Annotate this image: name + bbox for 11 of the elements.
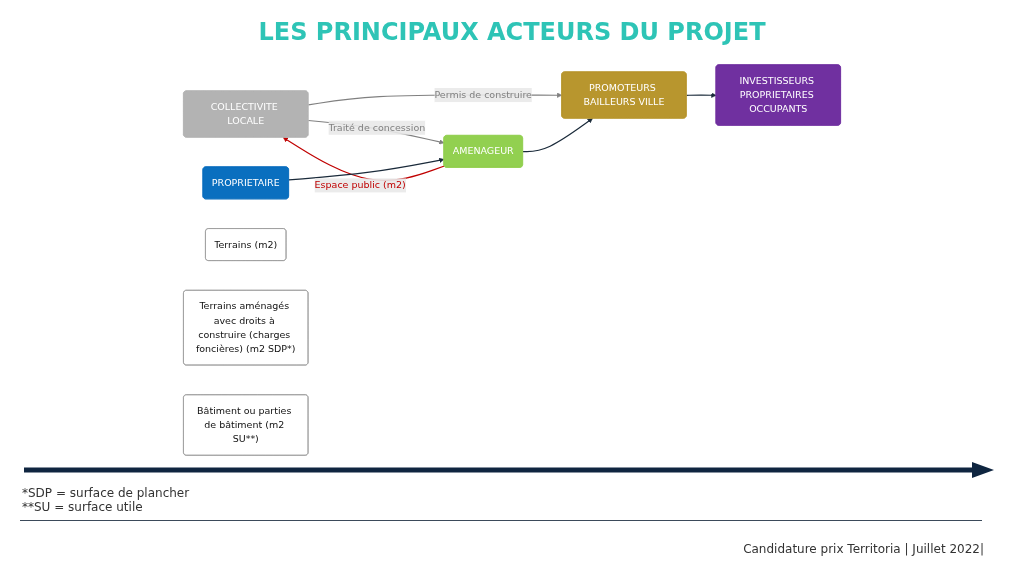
title: LES PRINCIPAUX ACTEURS DU PROJET [257,18,767,46]
edge-label: Traité de concession [328,121,426,134]
footnote: **SU = surface utile [22,500,144,514]
arrow [522,118,593,153]
edge-label: Permis de construire [434,89,532,101]
footnote: *SDP = surface de plancher [22,486,190,500]
footer-text: Candidature prix Territoria | Juillet 2022| [743,542,984,556]
arrow [685,92,717,98]
edge-label: Espace public (m2) [314,179,406,191]
arrow [288,157,445,181]
arrow [282,137,445,181]
